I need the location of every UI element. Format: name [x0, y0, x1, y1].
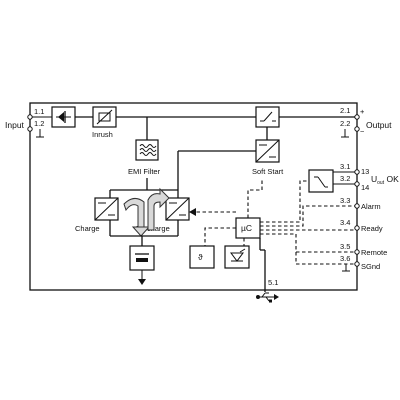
- terminal-3-6: 3.6: [340, 254, 360, 267]
- ready-label: Ready: [361, 224, 383, 233]
- charge-label: Charge: [75, 224, 100, 233]
- soft-start-label: Soft Start: [252, 167, 284, 176]
- charge-flow-arrow: [123, 198, 151, 237]
- dc-dc-converter-icon: [165, 197, 190, 221]
- pin-14-label: 14: [361, 183, 369, 192]
- terminal-3-3-label: 3.3: [340, 196, 350, 205]
- alarm-label: Alarm: [361, 202, 381, 211]
- soft-start-switch-icon: [255, 106, 280, 128]
- emi-filter-icon: [135, 139, 159, 161]
- ground-icon: [341, 129, 349, 138]
- pin-13-label: 13: [361, 167, 369, 176]
- discharge-flow-arrow: [147, 187, 170, 231]
- terminal-3-5: 3.5: [340, 242, 360, 255]
- ground-icon: [36, 129, 44, 138]
- remote-label: Remote: [361, 248, 387, 257]
- relay-contact-icon: [308, 169, 334, 193]
- terminal-3-2-label: 3.2: [340, 174, 350, 183]
- input-label: Input: [5, 120, 25, 130]
- terminal-1-2-label: 1.2: [34, 119, 44, 128]
- control-line-to-sensor: [204, 227, 236, 246]
- terminal-3-1-label: 3.1: [340, 162, 350, 171]
- device-enclosure: [29, 102, 358, 291]
- emi-filter-label: EMI Filter: [128, 167, 161, 176]
- microcontroller-box: µC: [235, 217, 261, 239]
- ground-icon: [342, 264, 350, 272]
- sgnd-label: SGnd: [361, 262, 380, 271]
- input-terminal-1-2: 1.2: [27, 119, 44, 132]
- output-terminal-2-2: 2.2 −: [340, 119, 365, 136]
- terminal-2-1-label: 2.1: [340, 106, 350, 115]
- dc-dc-converter-icon: [94, 197, 119, 221]
- inrush-label: Inrush: [92, 130, 113, 139]
- terminal-3-4-label: 3.4: [340, 218, 350, 227]
- u-out-ok-label: Uout OK: [371, 174, 399, 186]
- alarm-line: [260, 205, 355, 227]
- battery-icon: [129, 245, 155, 271]
- terminal-1-1-label: 1.1: [34, 107, 44, 116]
- inrush-resistor-icon: [92, 106, 117, 128]
- sgnd-line: [295, 252, 355, 265]
- svg-text:ϑ: ϑ: [198, 252, 203, 262]
- battery-ground-arrow: [138, 270, 146, 285]
- microcontroller-label: µC: [241, 223, 252, 233]
- terminal-3-6-label: 3.6: [340, 254, 350, 263]
- usb-icon: [256, 292, 279, 303]
- svg-text:+: +: [360, 107, 365, 116]
- control-line-to-relay: [260, 180, 309, 223]
- temperature-sensor-icon: ϑ: [189, 245, 215, 269]
- control-line-to-softstart: [247, 180, 263, 218]
- terminal-3-1: 3.1 13: [340, 162, 369, 176]
- terminal-5-1-label: 5.1: [268, 278, 278, 287]
- terminal-3-3: 3.3: [340, 196, 360, 209]
- terminal-2-2-label: 2.2: [340, 119, 350, 128]
- terminal-3-5-label: 3.5: [340, 242, 350, 251]
- led-indicator-icon: [224, 245, 250, 269]
- terminal-3-4: 3.4: [340, 218, 360, 231]
- remote-line: [260, 233, 355, 253]
- dc-dc-converter-icon: [255, 139, 280, 163]
- rectifier-diode-icon: [51, 106, 76, 128]
- output-terminal-2-1: 2.1 +: [340, 106, 365, 120]
- terminal-3-2: 3.2 14: [340, 174, 369, 192]
- svg-text:−: −: [360, 127, 365, 136]
- output-label: Output: [366, 120, 392, 130]
